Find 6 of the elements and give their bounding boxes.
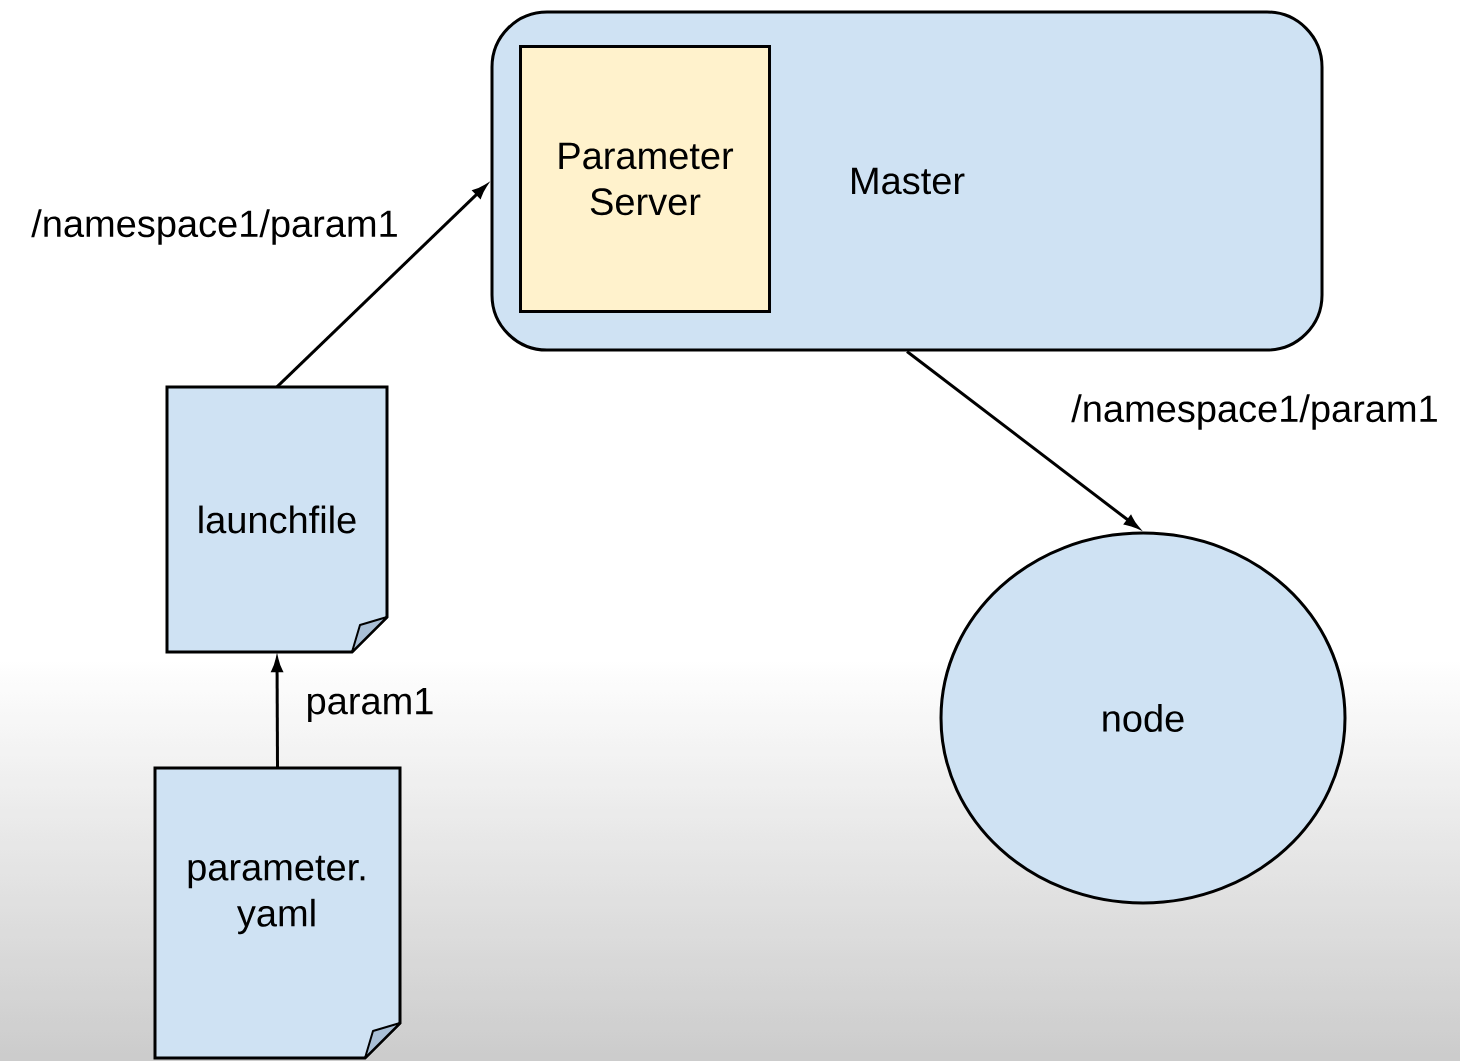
server-box: Parameter Server [519,45,771,313]
heading-text: Master [852,167,965,195]
document-label: parameter. yaml [188,855,365,935]
edge-label: /namespace1/param1 [1071,394,1437,430]
edge-label: /namespace1/param1 [31,209,397,245]
edge-label: param1 [308,688,433,723]
